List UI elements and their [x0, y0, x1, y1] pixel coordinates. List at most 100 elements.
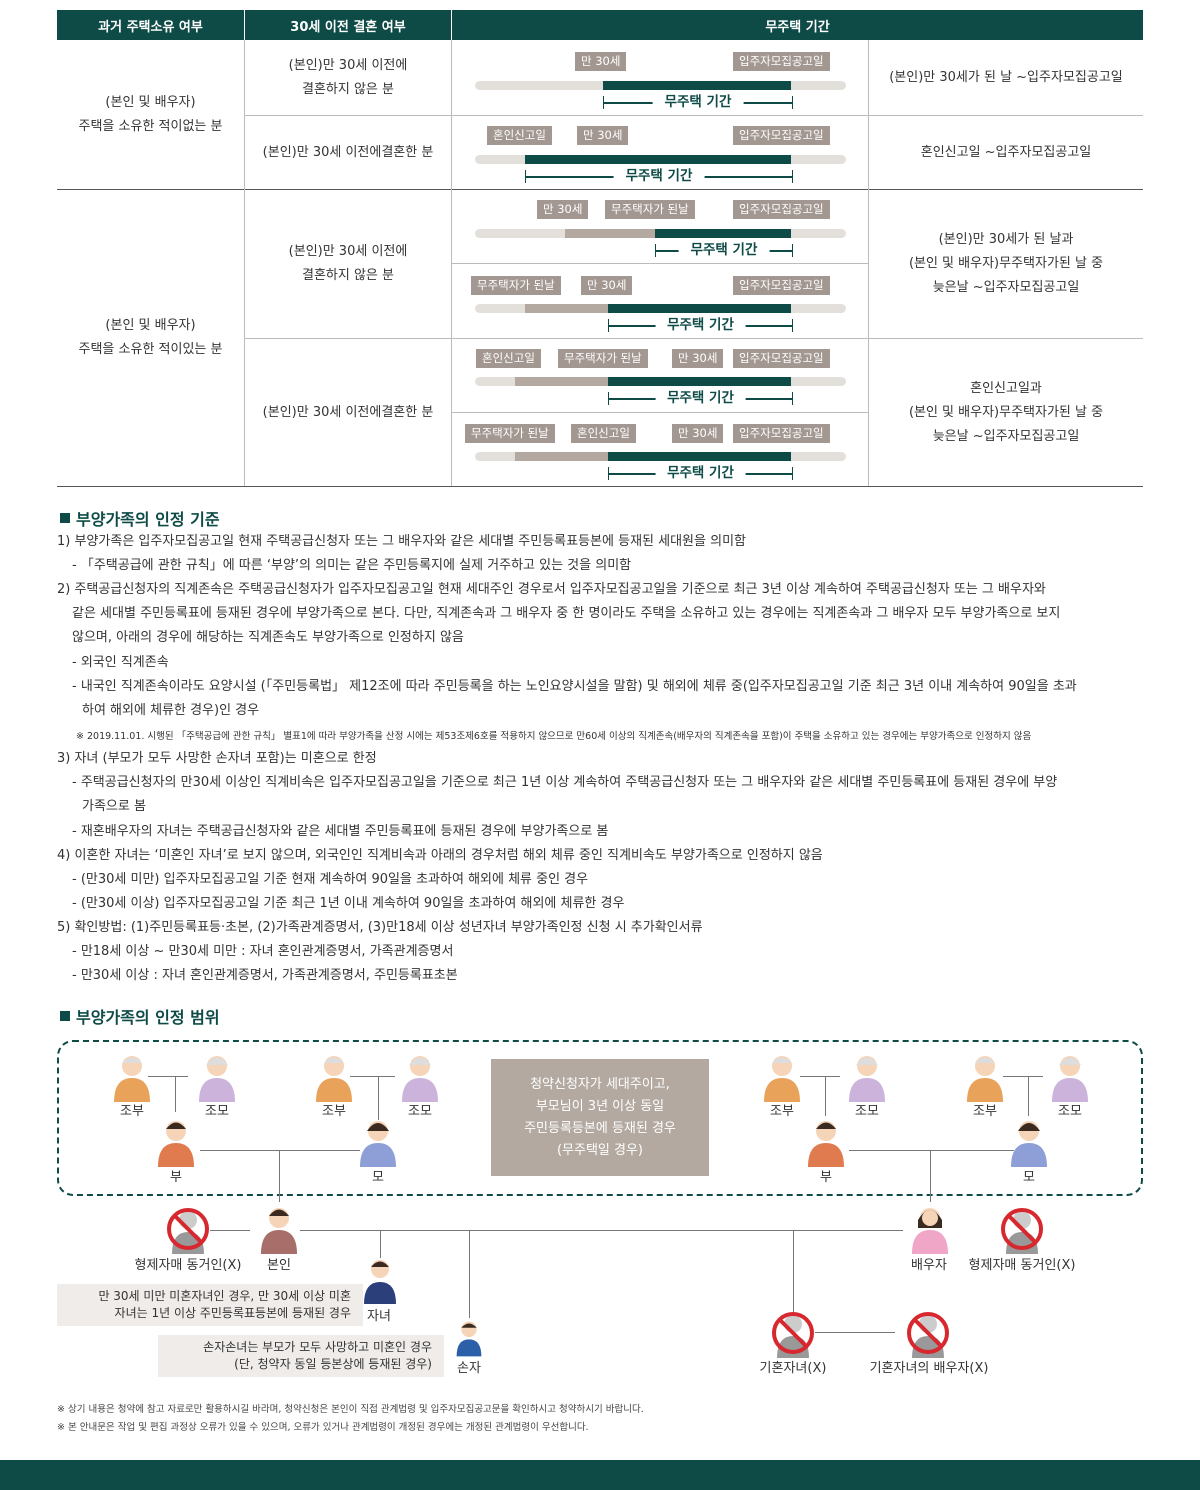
cell-not-married-2: (본인)만 30세 이전에 결혼하지 않은 분	[288, 244, 408, 283]
married-child-spouse-excluded-icon	[907, 1312, 949, 1358]
grandchild-icon	[456, 1321, 482, 1357]
tag-homeless: 무주택자가 된날	[471, 276, 561, 295]
tag-notice: 입주자모집공고일	[733, 424, 830, 443]
grandfather-icon	[316, 1056, 352, 1102]
cell-married-1: (본인)만 30세 이전에결혼한 분	[262, 144, 434, 160]
tag-homeless: 무주택자가 된날	[605, 200, 695, 219]
label-grandfather: 조부	[973, 1104, 997, 1119]
duration-label: 무주택 기간	[613, 167, 705, 185]
mother-icon	[1011, 1121, 1047, 1167]
criteria-line: - 만18세 이상 ~ 만30세 미만 : 자녀 혼인관계증명서, 가족관계증명…	[72, 944, 454, 959]
group-never-owned: (본인 및 배우자) 주택을 소유한 적이없는 분	[78, 94, 223, 134]
grandfather-icon	[764, 1056, 800, 1102]
housing-period-table: 과거 주택소유 여부 30세 이전 결혼 여부 무주택 기간 (본인 및 배우자…	[57, 10, 1143, 487]
label-grandfather: 조부	[120, 1104, 144, 1119]
father-icon	[158, 1121, 194, 1167]
header-ownership: 과거 주택소유 여부	[57, 10, 244, 40]
label-grandfather: 조부	[322, 1104, 346, 1119]
tag-age30: 만 30세	[575, 52, 627, 71]
footnote: ※ 본 안내문은 작업 및 편집 과정상 오류가 있을 수 있으며, 오류가 있…	[57, 1422, 589, 1433]
criteria-line: - 「주택공급에 관한 규칙」에 따른 ‘부양’의 의미는 같은 주민등록지에 …	[72, 558, 632, 573]
duration-label: 무주택 기간	[655, 316, 746, 334]
spouse-icon	[912, 1208, 948, 1254]
sibling-excluded-icon	[167, 1208, 209, 1254]
label-mother: 모	[372, 1170, 384, 1185]
period-row4: 혼인신고일과 (본인 및 배우자)무주택자가된 날 중 늦은날 ~입주자모집공고…	[908, 380, 1104, 444]
grandmother-icon	[1052, 1056, 1088, 1102]
criteria-line: 하여 해외에 체류한 경우)인 경우	[82, 703, 260, 718]
square-bullet-icon	[60, 1011, 70, 1021]
grandfather-icon	[967, 1056, 1003, 1102]
footer-band	[0, 1460, 1200, 1490]
criteria-line: 2) 주택공급신청자의 직계존속은 주택공급신청자가 입주자모집공고일 현재 세…	[57, 582, 1046, 597]
grandfather-icon	[114, 1056, 150, 1102]
cell-married-2: (본인)만 30세 이전에결혼한 분	[262, 404, 434, 420]
criteria-line: - 만30세 이상 : 자녀 혼인관계증명서, 가족관계증명서, 주민등록표초본	[72, 968, 458, 983]
duration-label: 무주택 기간	[652, 93, 744, 111]
father-icon	[808, 1121, 844, 1167]
child-condition-note: 만 30세 미만 미혼자녀인 경우, 만 30세 이상 미혼 자녀는 1년 이상…	[57, 1284, 363, 1326]
label-spouse-sibling-excluded: 형제자매 동거인(X)	[968, 1258, 1076, 1273]
header-period: 무주택 기간	[452, 10, 1143, 40]
tag-age30: 만 30세	[537, 200, 589, 219]
criteria-line: - 외국인 직계존속	[72, 655, 169, 670]
label-father: 부	[820, 1170, 832, 1185]
criteria-line: - (만30세 이상) 입주자모집공고일 기준 최근 1년 이내 계속하여 90…	[72, 896, 625, 911]
label-father: 부	[170, 1170, 182, 1185]
criteria-line: 1) 부양가족은 입주자모집공고일 현재 주택공급신청자 또는 그 배우자와 같…	[57, 534, 746, 549]
tag-notice: 입주자모집공고일	[733, 276, 830, 295]
tag-age30: 만 30세	[672, 424, 724, 443]
tag-homeless: 무주택자가 된날	[558, 349, 648, 368]
label-grandmother: 조모	[205, 1104, 229, 1119]
footnote: ※ 상기 내용은 청약에 참고 자료로만 활용하시길 바라며, 청약신청은 본인…	[57, 1404, 644, 1415]
label-spouse: 배우자	[911, 1258, 947, 1273]
label-mother: 모	[1023, 1170, 1035, 1185]
tag-notice: 입주자모집공고일	[733, 200, 830, 219]
criteria-line: - 내국인 직계존속이라도 요양시설 (「주민등록법」 제12조에 따라 주민등…	[72, 679, 1077, 694]
self-icon	[261, 1208, 297, 1254]
child-icon	[364, 1260, 396, 1304]
criteria-line: 4) 이혼한 자녀는 ‘미혼인 자녀’로 보지 않으며, 외국인인 직계비속과 …	[57, 848, 823, 863]
label-grandmother: 조모	[1058, 1104, 1082, 1119]
duration-label: 무주택 기간	[655, 464, 746, 482]
grandchild-condition-note: 손자손녀는 부모가 모두 사망하고 미혼인 경우 (단, 청약자 동일 등본상에…	[158, 1335, 444, 1377]
label-grandmother: 조모	[855, 1104, 879, 1119]
period-row3: (본인)만 30세가 된 날과 (본인 및 배우자)무주택자가된 날 중 늦은날…	[908, 232, 1104, 295]
section-dependents-criteria-title: 부양가족의 인정 기준	[60, 506, 220, 530]
duration-label: 무주택 기간	[678, 241, 770, 259]
tag-notice: 입주자모집공고일	[733, 349, 830, 368]
criteria-line: 가족으로 봄	[82, 799, 146, 814]
criteria-line: 같은 세대별 주민등록표에 등재된 경우에 부양가족으로 본다. 다만, 직계존…	[72, 606, 1061, 621]
label-grandmother: 조모	[408, 1104, 432, 1119]
tag-age30: 만 30세	[672, 349, 724, 368]
cell-not-married-1: (본인)만 30세 이전에 결혼하지 않은 분	[288, 57, 408, 97]
tag-marriage: 혼인신고일	[571, 424, 636, 443]
duration-label: 무주택 기간	[655, 389, 746, 407]
label-married-child-spouse-excluded: 기혼자녀의 배우자(X)	[869, 1361, 989, 1376]
group-owned: (본인 및 배우자) 주택을 소유한 적이있는 분	[78, 318, 223, 357]
grandmother-icon	[199, 1056, 235, 1102]
label-sibling-excluded: 형제자매 동거인(X)	[134, 1258, 242, 1273]
label-self: 본인	[267, 1258, 291, 1273]
household-condition-note: 청약신청자가 세대주이고, 부모님이 3년 이상 동일 주민등록등본에 등재된 …	[491, 1059, 709, 1176]
criteria-line: - 주택공급신청자의 만30세 이상인 직계비속은 입주자모집공고일을 기준으로…	[72, 775, 1058, 790]
grandmother-icon	[849, 1056, 885, 1102]
period-row1: (본인)만 30세가 된 날 ~입주자모집공고일	[889, 69, 1123, 85]
grandmother-icon	[402, 1056, 438, 1102]
section-dependents-scope-title: 부양가족의 인정 범위	[60, 1004, 220, 1028]
label-married-child-excluded: 기혼자녀(X)	[759, 1361, 827, 1376]
criteria-line: 5) 확인방법: (1)주민등록표등·초본, (2)가족관계증명서, (3)만1…	[57, 920, 703, 935]
tag-marriage: 혼인신고일	[487, 126, 552, 145]
married-child-excluded-icon	[772, 1312, 814, 1358]
criteria-note: ※ 2019.11.01. 시행된 「주택공급에 관한 규칙」 별표1에 따라 …	[76, 731, 1032, 742]
tag-notice: 입주자모집공고일	[733, 52, 830, 71]
tag-notice: 입주자모집공고일	[733, 126, 830, 145]
criteria-line: - 재혼배우자의 자녀는 주택공급신청자와 같은 세대별 주민등록표에 등재된 …	[72, 824, 609, 839]
label-child: 자녀	[367, 1309, 391, 1324]
mother-icon	[360, 1121, 396, 1167]
label-grandchild: 손자	[457, 1361, 481, 1376]
tag-marriage: 혼인신고일	[476, 349, 541, 368]
period-row2: 혼인신고일 ~입주자모집공고일	[920, 144, 1092, 160]
tag-age30: 만 30세	[577, 126, 629, 145]
tag-homeless: 무주택자가 된날	[465, 424, 555, 443]
